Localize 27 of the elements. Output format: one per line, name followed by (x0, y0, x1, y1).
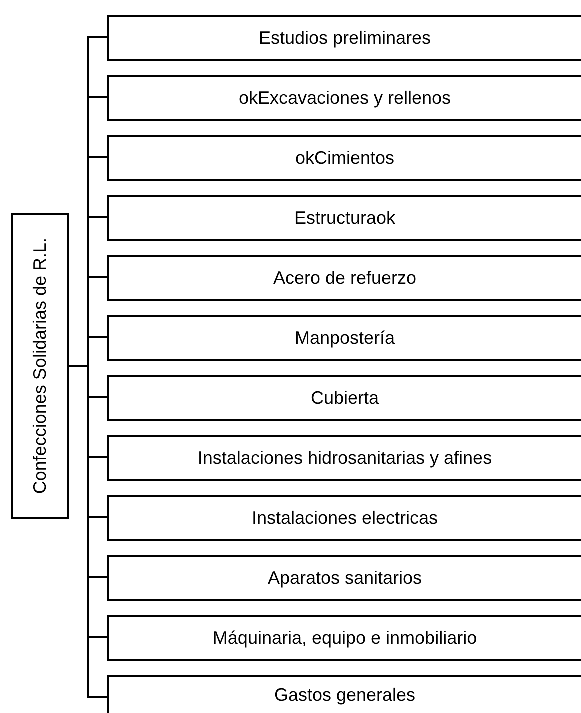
category-box (107, 375, 581, 421)
category-label: Gastos generales (274, 685, 416, 706)
category-label: Instalaciones electricas (252, 508, 438, 528)
category-box (107, 195, 581, 241)
category-box (107, 495, 581, 541)
category-label: Máquinaria, equipo e inmobiliario (212, 628, 478, 648)
root-box (11, 213, 69, 519)
category-label: Manpostería (294, 328, 396, 348)
category-label: Cubierta (310, 388, 380, 408)
category-label: okCimientos (295, 148, 395, 168)
category-label: Acero de refuerzo (273, 268, 417, 288)
category-box (107, 315, 581, 361)
category-box (107, 75, 581, 121)
category-box (107, 615, 581, 661)
category-label: okExcavaciones y rellenos (238, 88, 452, 108)
category-box (107, 555, 581, 601)
category-label: Instalaciones hidrosanitarias y afines (198, 448, 492, 468)
category-label: Aparatos sanitarios (268, 568, 422, 588)
category-box (107, 255, 581, 301)
category-box (107, 15, 581, 61)
connector-line (69, 365, 107, 698)
category-label: Estructuraok (294, 208, 396, 228)
category-label: Estudios preliminares (258, 28, 432, 48)
root-label: Confecciones Solidarias de R.L. (30, 238, 50, 494)
category-box (107, 135, 581, 181)
category-box (107, 675, 581, 713)
category-box (107, 435, 581, 481)
